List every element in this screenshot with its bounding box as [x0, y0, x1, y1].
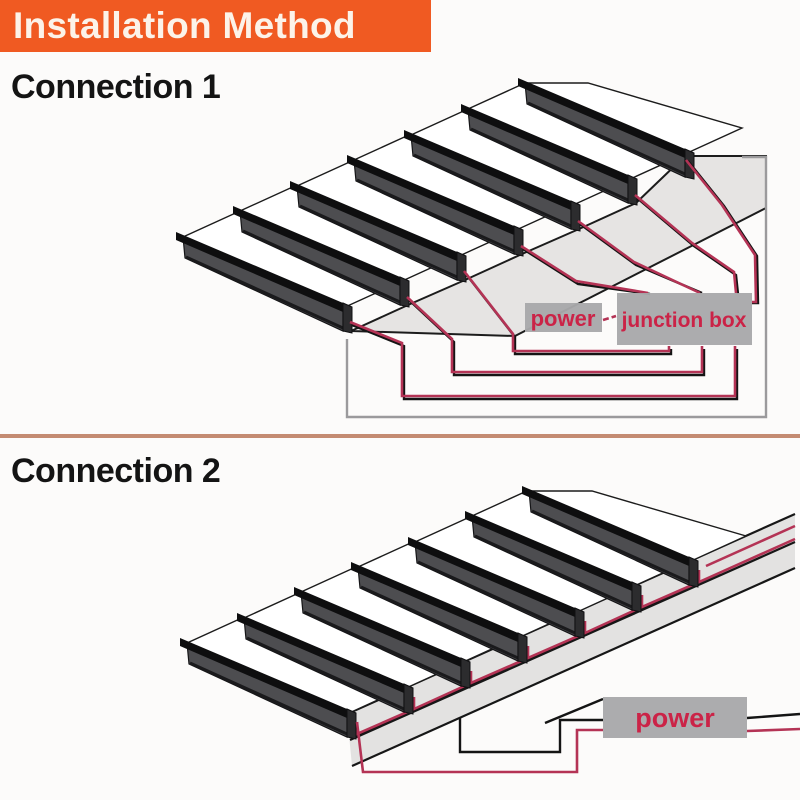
stringer-mid-line: [349, 540, 796, 742]
structure-outline: [345, 155, 768, 419]
power-out-black: [746, 712, 800, 720]
series-chain-wire-top: [705, 524, 796, 568]
power-feed-red: [355, 721, 603, 774]
power-label-2: power: [635, 703, 715, 733]
power-out-red: [746, 727, 800, 733]
power-feed-black-2: [544, 697, 604, 725]
connection-2-diagram: power: [178, 484, 800, 774]
power-feed-black: [458, 718, 603, 754]
stringer-bottom-edge: [351, 566, 796, 768]
junction-box: [617, 293, 752, 345]
series-chain-wire: [355, 537, 796, 736]
wires-red: [349, 159, 758, 398]
junction-box-label: junction box: [621, 309, 747, 332]
power-label-1: power: [531, 306, 596, 331]
section-divider: [0, 434, 800, 438]
power-label-box-2: [603, 697, 747, 738]
connection-1-diagram: power junction box: [174, 76, 768, 419]
power-link-wire: [602, 314, 617, 322]
title-banner: Installation Method: [0, 0, 431, 52]
connection-2-heading: Connection 2: [11, 452, 221, 490]
connection-1-heading: Connection 1: [11, 68, 221, 106]
page-title: Installation Method: [13, 5, 356, 46]
power-label-box-1: [525, 303, 602, 332]
